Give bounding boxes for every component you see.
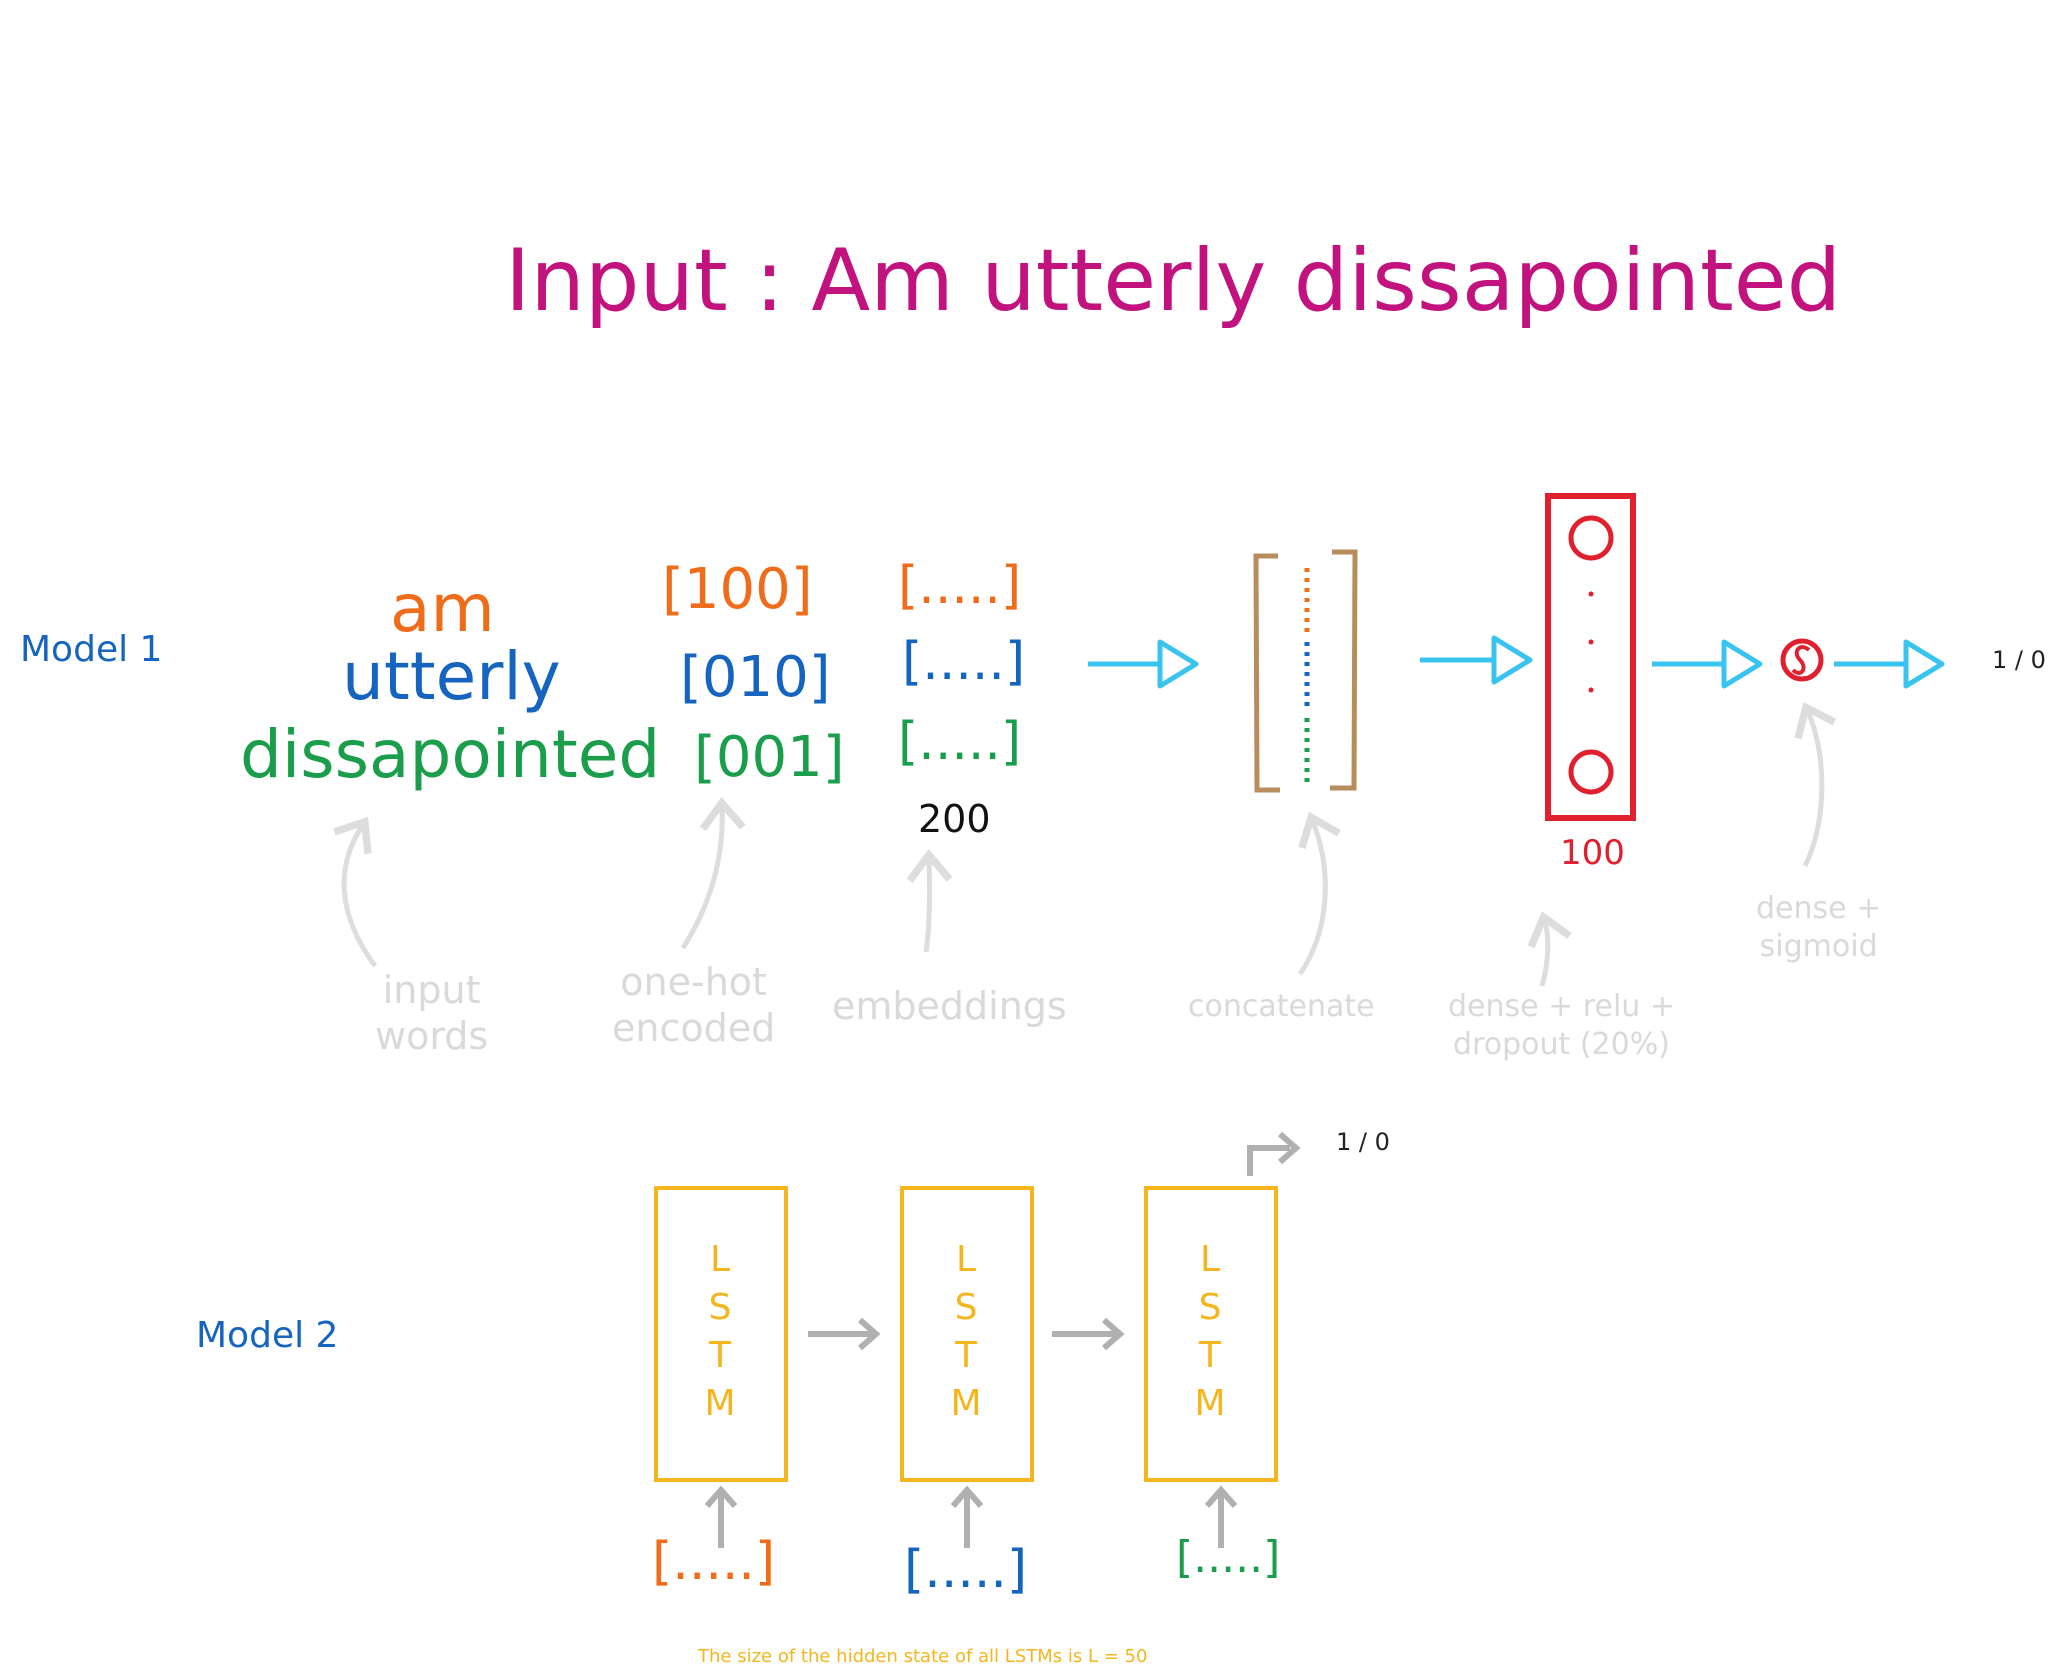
annot-arrow-dense-sigmoid (1794, 701, 1837, 868)
dense-layer-box (1545, 493, 1636, 821)
lstm-letter-m: M (950, 1383, 982, 1424)
embedding-size-label: 200 (918, 797, 991, 841)
arrow-to-concat (1088, 639, 1199, 689)
lstm-letter-l: L (709, 1239, 731, 1280)
lstm-letter-s: S (954, 1287, 978, 1328)
lstm-letter-l: L (1199, 1239, 1221, 1280)
annotation-concatenate: concatenate (1188, 989, 1375, 1024)
lstm-letter-m: M (704, 1383, 736, 1424)
embedding-dissapointed: [.....] (898, 712, 1022, 772)
annotation-embeddings: embeddings (832, 984, 1067, 1028)
arrow-to-sigmoid (1652, 639, 1763, 689)
lstm-footnote: The size of the hidden state of all LSTM… (698, 1646, 1148, 1667)
lstm-input-1: [.....] (652, 1532, 776, 1592)
lstm-input-3: [.....] (1176, 1532, 1281, 1583)
lstm-arrow-1-2 (808, 1317, 881, 1351)
word-dissapointed: dissapointed (240, 716, 661, 793)
dense-size-label: 100 (1560, 833, 1625, 873)
arrow-to-output (1834, 639, 1945, 689)
annot-arrow-input-words (333, 816, 378, 968)
lstm-output-arrow (1247, 1131, 1301, 1176)
model-2-output: 1 / 0 (1336, 1128, 1390, 1156)
page-title: Input : Am utterly dissapointed (505, 231, 1842, 331)
annot-arrow-concatenate (1297, 811, 1341, 976)
annotation-input-words: input words (375, 968, 489, 1058)
annotation-onehot: one-hot encoded (612, 960, 776, 1050)
lstm-letter-t: T (1199, 1335, 1221, 1376)
lstm-input-arrow-1 (704, 1485, 738, 1548)
annot-arrow-onehot (680, 797, 746, 950)
sigmoid-node (1780, 638, 1824, 682)
arrow-to-dense (1420, 635, 1533, 685)
lstm-cell-2 (900, 1186, 1034, 1482)
word-utterly: utterly (342, 638, 561, 715)
lstm-input-arrow-3 (1204, 1485, 1238, 1548)
embedding-utterly: [.....] (902, 632, 1026, 692)
annot-arrow-dense-relu (1527, 911, 1572, 987)
concatenate-bracket (1253, 549, 1358, 793)
lstm-letter-t: T (955, 1335, 977, 1376)
model-1-label: Model 1 (20, 629, 163, 670)
annotation-dense-relu: dense + relu + dropout (20%) (1448, 989, 1675, 1062)
lstm-letter-m: M (1194, 1383, 1226, 1424)
lstm-cell-3 (1144, 1186, 1278, 1482)
lstm-letter-l: L (955, 1239, 977, 1280)
annot-arrow-embeddings (906, 849, 953, 953)
lstm-cell-3-letters: L S T M (1190, 1236, 1230, 1428)
onehot-dissapointed: [001] (694, 725, 845, 790)
lstm-cell-1 (654, 1186, 788, 1482)
embedding-am: [.....] (898, 556, 1022, 616)
model-1-output: 1 / 0 (1992, 646, 2046, 674)
lstm-letter-t: T (709, 1335, 731, 1376)
lstm-cell-1-letters: L S T M (700, 1236, 740, 1428)
onehot-am: [100] (662, 557, 813, 622)
lstm-input-arrow-2 (950, 1485, 984, 1548)
lstm-letter-s: S (708, 1287, 732, 1328)
lstm-letter-s: S (1198, 1287, 1222, 1328)
lstm-input-2: [.....] (904, 1540, 1028, 1600)
annotation-dense-sigmoid: dense + sigmoid (1756, 891, 1882, 964)
lstm-arrow-2-3 (1052, 1317, 1125, 1351)
word-am: am (390, 570, 495, 647)
lstm-cell-2-letters: L S T M (946, 1236, 986, 1428)
model-2-label: Model 2 (196, 1315, 339, 1356)
onehot-utterly: [010] (680, 645, 831, 710)
